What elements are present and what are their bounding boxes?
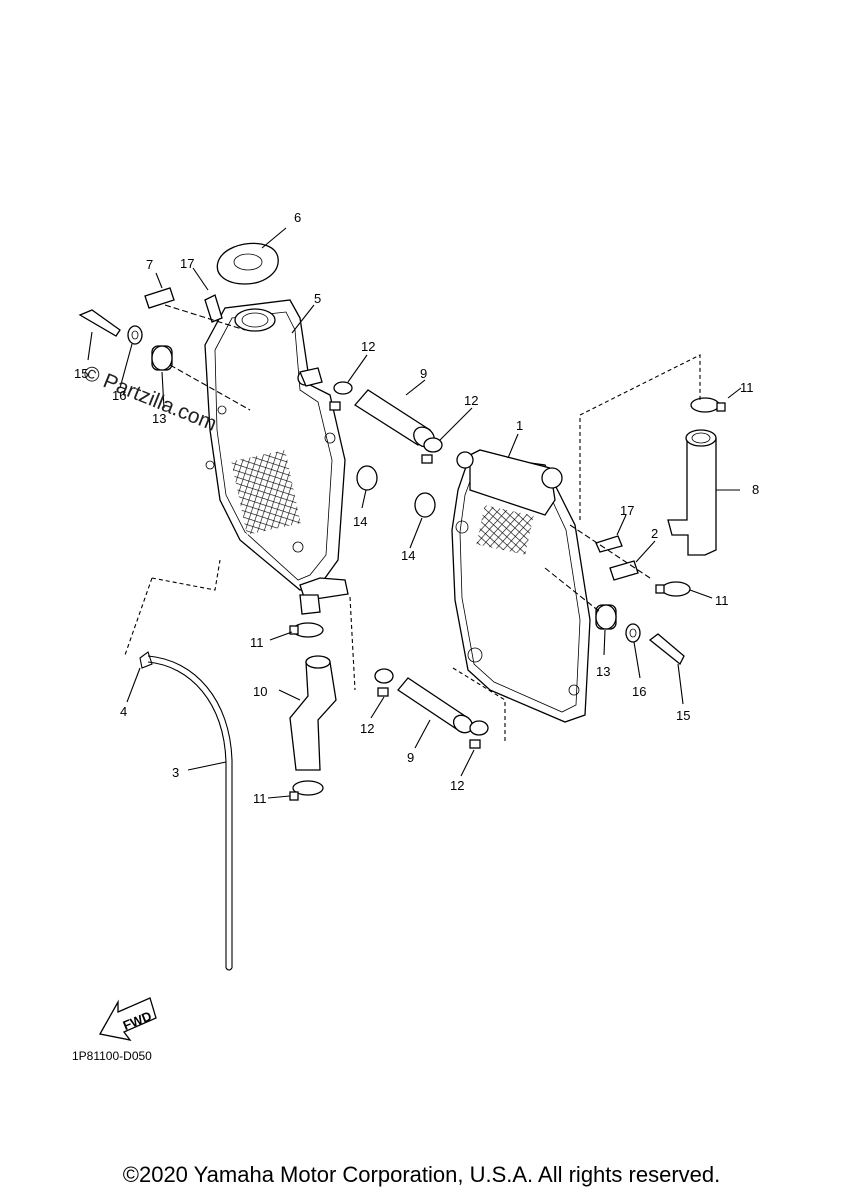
callout-12-d: 12 [450,778,464,793]
callout-13-left: 13 [152,411,166,426]
callout-11-lower-right: 11 [715,593,729,608]
callout-17-left: 17 [180,256,194,271]
breather-tube-3 [147,655,233,971]
callout-15-right: 15 [676,708,690,723]
hose-clamps [289,381,726,801]
callout-8: 8 [752,482,759,497]
right-radiator [451,449,591,723]
clamp-4 [139,651,153,669]
hose-9-lower [397,677,474,734]
bolts [78,294,685,666]
copyright-notice: ©2020 Yamaha Motor Corporation, U.S.A. A… [122,1162,721,1187]
callout-4: 4 [120,704,127,719]
callout-17-right: 17 [620,503,634,518]
callout-9-upper: 9 [420,366,427,381]
callout-16-left: 16 [112,388,126,403]
callout-11-left-upper: 11 [250,635,264,650]
radiator-cap [216,242,279,285]
hose-8 [667,429,717,556]
callout-14-right: 14 [401,548,415,563]
callout-10: 10 [253,684,267,699]
callout-2: 2 [651,526,658,541]
callout-15-left: 15 [74,366,88,381]
left-radiator [204,299,349,615]
callout-9-lower: 9 [407,750,414,765]
callout-11-left-lower: 11 [253,791,267,806]
callout-13-right: 13 [596,664,610,679]
fwd-arrow: FWD [98,997,157,1041]
callout-labels: 1 2 3 4 5 6 7 8 9 9 10 11 11 11 11 12 12… [74,210,759,806]
leader-lines [87,227,742,799]
callout-12-b: 12 [464,393,478,408]
callout-5: 5 [314,291,321,306]
callout-3: 3 [172,765,179,780]
callout-7: 7 [146,257,153,272]
watermark: © Partzilla.com [80,361,220,435]
callout-12-a: 12 [361,339,375,354]
callout-11-upper-right: 11 [740,380,754,395]
callout-12-c: 12 [360,721,374,736]
diagram-code: 1P81100-D050 [72,1049,152,1063]
callout-6: 6 [294,210,301,225]
grommets-and-collars [127,325,641,643]
hose-10 [289,655,337,771]
callout-14-left: 14 [353,514,367,529]
callout-1: 1 [516,418,523,433]
callout-16-right: 16 [632,684,646,699]
